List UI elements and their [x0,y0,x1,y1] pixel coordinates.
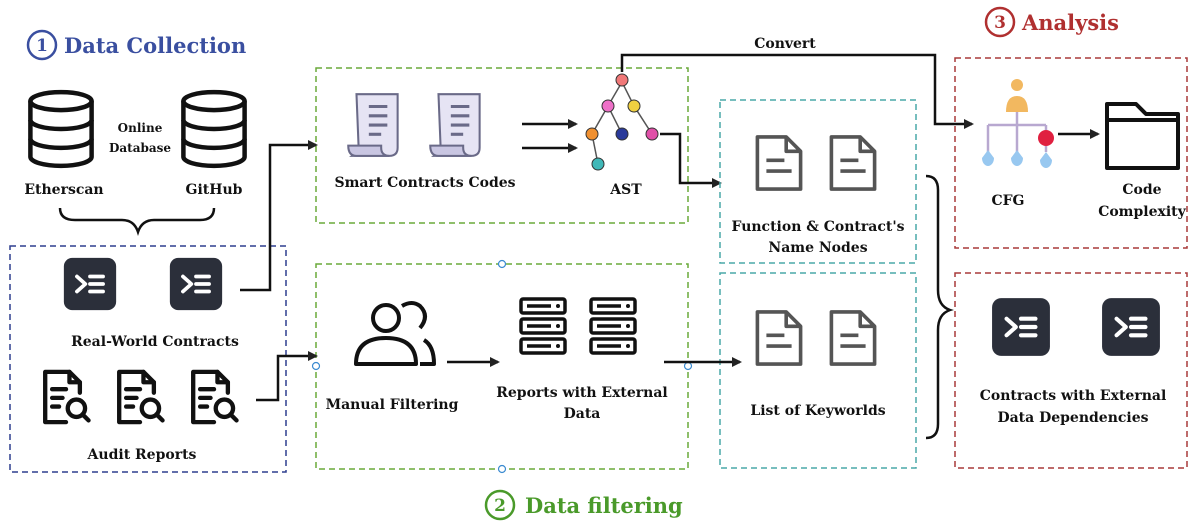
server-icon [519,297,567,355]
smart-contracts-codes-label: Smart Contracts Codes [334,175,515,191]
function-nodes-label: Function & Contract's [732,219,905,235]
section-number: 2 [494,496,506,516]
section-number-badge [984,6,1016,38]
reports-external-label-2: Data [564,406,601,422]
scroll-icon [428,92,482,158]
code-complexity-label-2: Complexity [1098,204,1186,220]
manual-filtering-label: Manual Filtering [326,397,459,413]
contracts-to-code-arrow [240,140,318,292]
handle-dot [683,361,693,371]
folder-icon [1105,102,1180,170]
real-world-contracts-label: Real-World Contracts [71,334,239,350]
smart-contracts-box [315,67,689,224]
code-file-icon [1102,298,1160,356]
document-icon [829,310,877,366]
analysis-top-box [954,57,1188,249]
function-nodes-label-2: Name Nodes [768,240,867,256]
filtering-box [315,263,689,470]
section-title: Data filtering [525,493,683,518]
scroll-icon [346,92,400,158]
code-file-icon [62,256,118,312]
merge-brace [925,174,954,440]
section-number-badge [26,29,58,61]
audit-reports-label: Audit Reports [87,447,197,463]
audit-report-icon [119,372,162,422]
audit-report-icon [45,372,88,422]
keywords-label: List of Keyworlds [750,403,885,419]
code-file-icon [168,256,224,312]
github-label: GitHub [186,182,243,198]
section-title: Data Collection [64,33,246,58]
etherscan-database-icon [30,92,91,166]
section-title: Analysis [1021,10,1119,35]
cfg-label: CFG [991,193,1024,209]
code-file-icon [992,298,1050,356]
reports-external-label: Reports with External [496,385,668,401]
arrow [660,132,722,188]
code-complexity-label: Code [1122,182,1161,198]
tree-icon [585,73,659,171]
dependencies-label: Contracts with External [980,388,1167,404]
server-icon [589,297,637,355]
section-heading-filtering: 2 Data filtering [484,489,683,521]
online-database-label: Online [118,121,163,135]
section-number: 1 [36,36,48,56]
analysis-bottom-box [954,272,1188,469]
document-icon [755,310,803,366]
section-number: 3 [994,13,1006,33]
handle-dot [497,259,507,269]
collection-box [9,245,287,473]
audit-report-icon [193,372,236,422]
section-heading-analysis: 3 Analysis [984,6,1119,38]
convert-label: Convert [754,36,816,52]
function-nodes-box [719,99,917,264]
document-icon [829,135,877,191]
keywords-box [719,272,917,469]
section-number-badge [484,489,516,521]
handle-dot [497,464,507,474]
users-icon [354,301,436,366]
document-icon [755,135,803,191]
section-heading-collection: 1 Data Collection [26,29,246,61]
handle-dot [311,361,321,371]
convert-arrow [620,53,974,129]
github-database-icon [183,92,244,166]
dependencies-label-2: Data Dependencies [997,410,1148,426]
ast-label: AST [609,182,642,198]
online-database-label-2: Database [109,141,171,155]
cfg-icon [982,79,1054,168]
curly-brace [58,207,216,236]
reports-to-filtering-arrow [256,351,318,402]
etherscan-label: Etherscan [24,182,103,198]
